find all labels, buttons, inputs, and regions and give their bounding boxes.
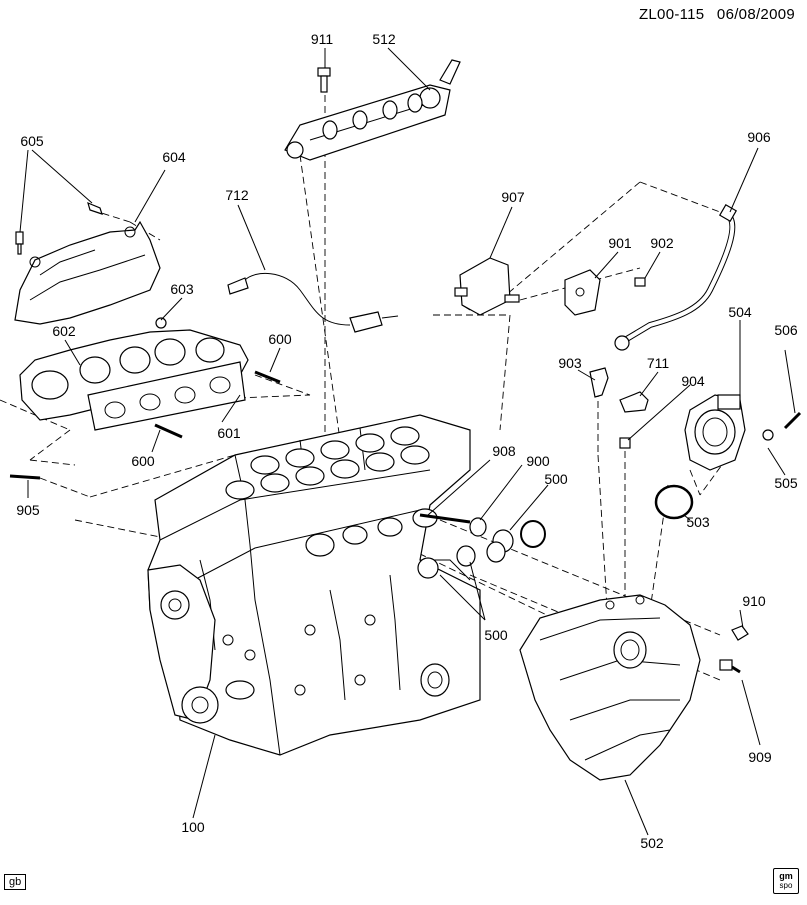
callout-908: 908 xyxy=(492,443,516,459)
callout-labels: 911 512 605 604 712 906 907 901 902 603 … xyxy=(16,31,798,851)
diagram-header: ZL00-115 06/08/2009 xyxy=(631,6,795,23)
callout-600-upper: 600 xyxy=(268,331,292,347)
fuel-rail-bolt xyxy=(317,67,331,93)
throttle-bolt-506 xyxy=(783,411,802,430)
callout-500-lower: 500 xyxy=(484,627,508,643)
throttle-nut-505 xyxy=(762,429,774,441)
callout-903: 903 xyxy=(558,355,582,371)
callout-907: 907 xyxy=(501,189,525,205)
oxygen-sensor xyxy=(227,272,399,333)
callout-100: 100 xyxy=(181,819,205,835)
manifold-bolt-909 xyxy=(719,659,741,674)
leader-lines xyxy=(19,47,796,836)
callout-601: 601 xyxy=(217,425,241,441)
callout-909: 909 xyxy=(748,749,772,765)
callout-602: 602 xyxy=(52,323,76,339)
callout-711: 711 xyxy=(647,355,670,371)
callout-504: 504 xyxy=(728,304,752,320)
diagram-date: 06/08/2009 xyxy=(716,6,795,23)
heat-shield-bolts xyxy=(15,201,103,255)
callout-500-upper: 500 xyxy=(544,471,568,487)
exhaust-manifold xyxy=(19,317,249,421)
sensor-711 xyxy=(619,391,649,413)
callout-911: 911 xyxy=(311,31,334,47)
stud-905 xyxy=(9,474,41,480)
manifold-studs xyxy=(154,370,281,439)
callout-712: 712 xyxy=(225,187,249,203)
callout-505: 505 xyxy=(774,475,798,491)
callout-910: 910 xyxy=(742,593,766,609)
camshaft-bumps xyxy=(225,426,430,500)
vacuum-pipe xyxy=(614,203,738,351)
map-sensor xyxy=(589,367,609,398)
engine-block xyxy=(147,414,481,756)
callout-503: 503 xyxy=(686,514,710,530)
throttle-body xyxy=(684,394,746,471)
manifold-nut-910 xyxy=(731,625,749,641)
sensor-904 xyxy=(619,437,631,449)
callout-906: 906 xyxy=(747,129,771,145)
purge-bracket-bolt xyxy=(634,277,646,287)
purge-solenoid xyxy=(454,257,520,316)
callout-900: 900 xyxy=(526,453,550,469)
footer-tag: gb xyxy=(4,874,27,890)
callout-905: 905 xyxy=(16,502,40,518)
fuel-rail xyxy=(284,59,461,161)
callout-512: 512 xyxy=(372,31,396,47)
exhaust-heat-shield xyxy=(14,220,161,325)
head-intake-ports xyxy=(305,508,438,557)
callout-904: 904 xyxy=(681,373,705,389)
callout-605: 605 xyxy=(20,133,44,149)
callout-502: 502 xyxy=(640,835,664,851)
diagram-code: ZL00-115 xyxy=(638,6,705,23)
callout-506: 506 xyxy=(774,322,798,338)
callout-600-lower: 600 xyxy=(131,453,155,469)
callout-902: 902 xyxy=(650,235,674,251)
callout-603: 603 xyxy=(170,281,194,297)
intake-seals xyxy=(417,513,546,579)
purge-bracket xyxy=(564,269,601,316)
exhaust-gasket xyxy=(87,361,246,431)
callout-901: 901 xyxy=(608,235,632,251)
intake-manifold xyxy=(519,594,701,781)
throttle-gasket xyxy=(654,484,694,520)
callout-604: 604 xyxy=(162,149,186,165)
